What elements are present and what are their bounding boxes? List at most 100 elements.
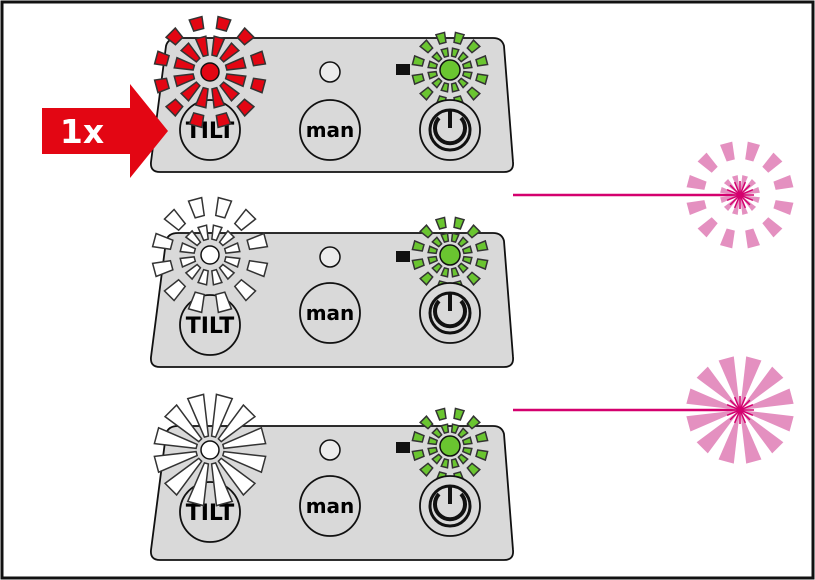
laser-burst-continuous	[686, 356, 794, 464]
laser-spark	[733, 181, 741, 196]
flash-ray	[211, 268, 223, 286]
flash-ray	[745, 141, 760, 162]
flash-ray	[221, 450, 267, 474]
laser-spark	[739, 194, 747, 209]
flash-ray	[151, 232, 174, 251]
flash-ray	[419, 271, 434, 286]
flash-ray	[720, 228, 735, 249]
flash-ray	[217, 403, 257, 443]
flash-ray	[221, 426, 267, 450]
flash-ray	[450, 47, 460, 59]
flash-ray	[453, 31, 466, 45]
flash-ray	[431, 262, 443, 274]
flash-ray	[427, 255, 439, 265]
laser-spark	[739, 396, 747, 411]
flash-ray	[440, 266, 450, 278]
laser-spark	[729, 409, 741, 421]
flash-ray	[218, 263, 236, 281]
flash-ray	[461, 446, 473, 456]
flash-ray	[214, 196, 233, 219]
tilt-led-burst	[153, 393, 267, 507]
flash-ray	[188, 15, 205, 33]
flash-ray	[164, 26, 184, 46]
flash-ray	[450, 266, 460, 278]
flash-ray	[163, 208, 187, 232]
tilt-led-burst	[153, 15, 267, 129]
flash-ray	[218, 229, 236, 247]
flash-ray	[187, 196, 206, 219]
power-led-marker	[396, 64, 410, 75]
flash-ray	[431, 453, 443, 465]
flash-ray	[419, 39, 434, 54]
tilt-led	[200, 62, 220, 82]
flash-ray	[762, 217, 783, 238]
flash-ray	[718, 356, 740, 408]
flash-ray	[461, 436, 473, 446]
flash-ray	[457, 77, 469, 89]
flash-ray	[184, 229, 202, 247]
flash-ray	[466, 39, 481, 54]
laser-spark	[733, 396, 741, 411]
flash-ray	[466, 271, 481, 286]
flash-ray	[411, 54, 425, 67]
power-led	[439, 244, 461, 266]
laser-spark	[733, 409, 741, 424]
flash-ray	[163, 278, 187, 302]
control-panel-3: TILT man	[150, 393, 514, 561]
flash-ray	[466, 86, 481, 101]
flash-ray	[236, 98, 256, 118]
flash-ray	[742, 410, 794, 432]
flash-ray	[217, 457, 257, 497]
laser-spark	[729, 184, 741, 196]
flash-ray	[214, 291, 233, 314]
flash-ray	[186, 461, 210, 507]
flash-ray	[466, 415, 481, 430]
power-led-burst	[411, 216, 489, 294]
flash-ray	[249, 77, 267, 94]
flash-ray	[434, 216, 447, 230]
flash-ray	[179, 81, 201, 103]
flash-ray	[434, 31, 447, 45]
flash-ray	[431, 77, 443, 89]
laser-burst-pulsed	[686, 141, 794, 249]
laser-spark	[726, 403, 741, 411]
flash-ray	[440, 47, 450, 59]
flash-ray	[740, 356, 762, 408]
flash-ray	[246, 259, 269, 278]
laser-spark	[739, 188, 754, 196]
laser-spark	[726, 194, 741, 202]
flash-ray	[450, 81, 460, 93]
power-led	[439, 435, 461, 457]
flash-ray	[419, 415, 434, 430]
laser-spark	[739, 403, 754, 411]
flash-ray	[475, 449, 489, 462]
flash-ray	[466, 224, 481, 239]
laser-spark	[739, 181, 747, 196]
laser-spark	[733, 194, 741, 209]
man-button[interactable]	[299, 282, 361, 344]
flash-ray	[219, 81, 241, 103]
flash-ray	[194, 35, 209, 58]
flash-ray	[475, 258, 489, 271]
flash-ray	[431, 236, 443, 248]
flash-ray	[475, 73, 489, 86]
tilt-led	[200, 440, 220, 460]
flash-ray	[188, 111, 205, 129]
tilt-button-label: TILT	[186, 501, 235, 526]
flash-ray	[197, 224, 209, 242]
flash-ray	[411, 73, 425, 86]
press-arrow: 1x	[42, 84, 168, 178]
man-button[interactable]	[299, 99, 361, 161]
flash-ray	[153, 450, 199, 474]
flash-ray	[440, 232, 450, 244]
flash-ray	[461, 60, 473, 70]
laser-spark	[729, 194, 741, 206]
man-button[interactable]	[299, 475, 361, 537]
press-count-label: 1x	[60, 112, 104, 151]
flash-ray	[697, 217, 718, 238]
flash-ray	[419, 462, 434, 477]
flash-ray	[427, 436, 439, 446]
laser-spark	[739, 184, 751, 196]
laser-spark	[739, 409, 747, 424]
